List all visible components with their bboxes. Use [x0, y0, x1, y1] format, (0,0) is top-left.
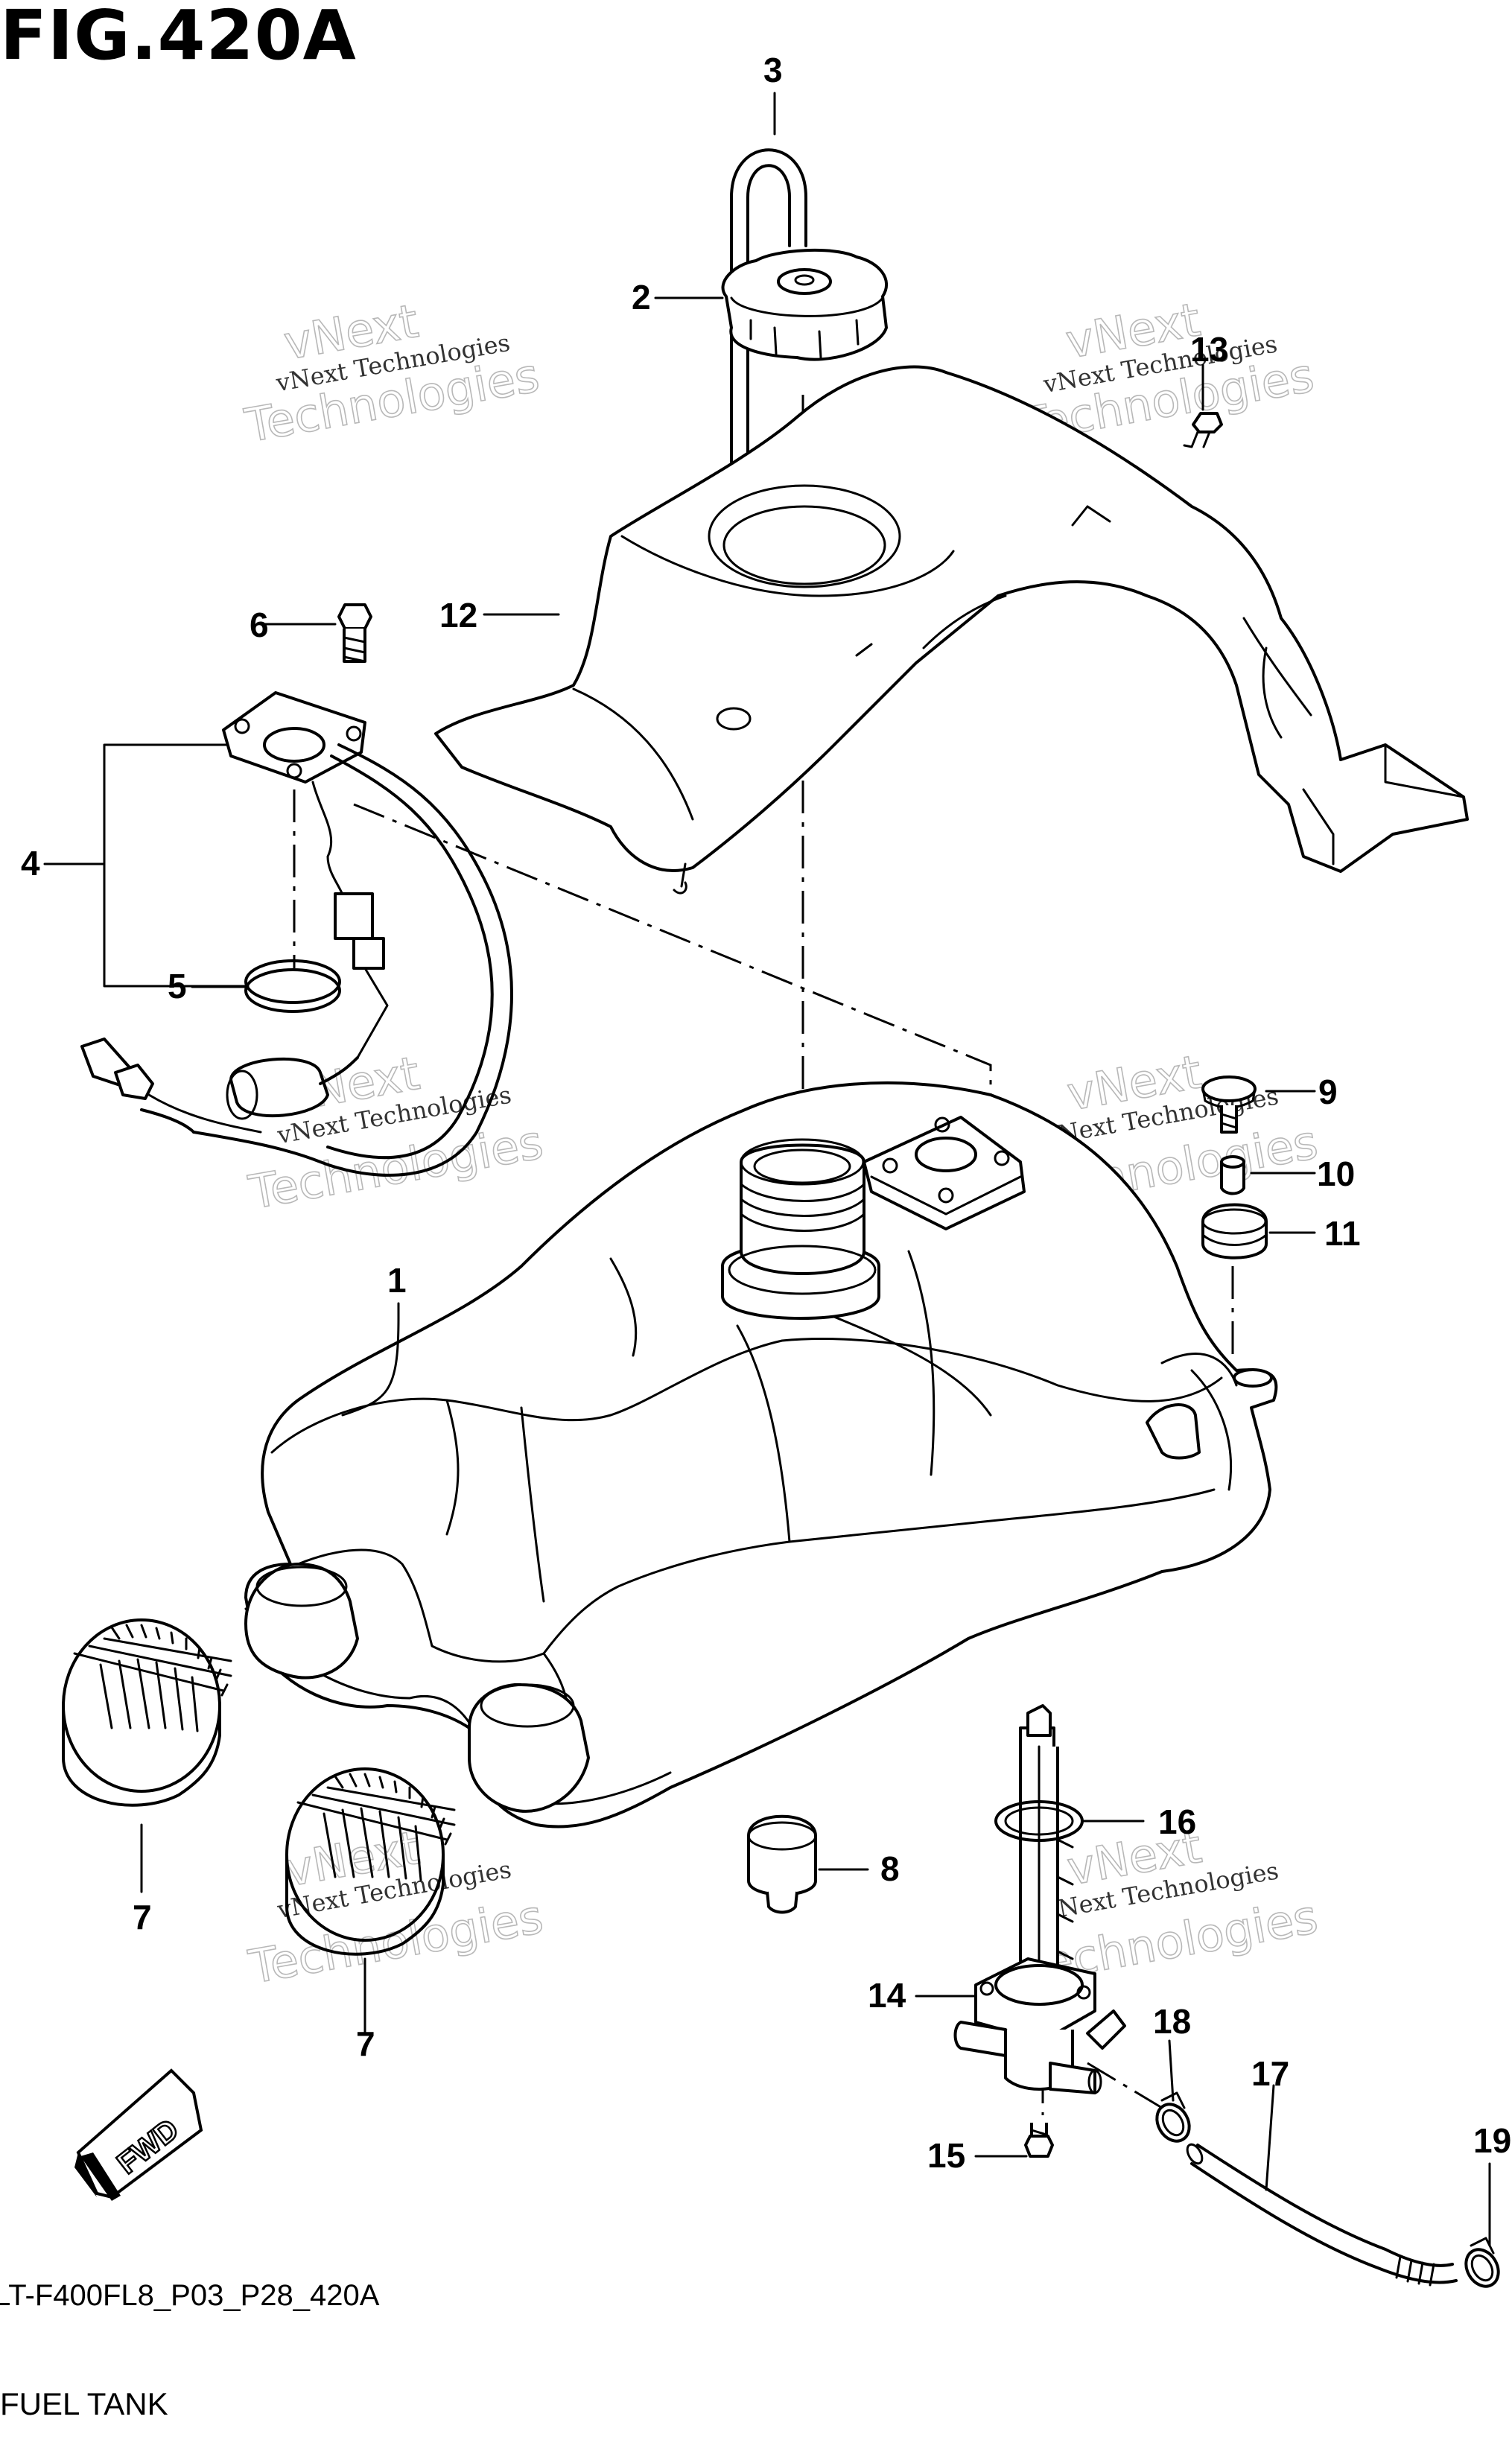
callout-11: 11: [1324, 1214, 1361, 1253]
watermark-mid-left: Technologies vNext vNext Technologies: [244, 1045, 547, 1220]
tank-cushion-8: [747, 1814, 817, 1914]
callout-8: 8: [880, 1849, 900, 1888]
figure-caption: FUEL TANK: [0, 2386, 168, 2421]
callout-14: 14: [868, 1976, 906, 2015]
callout-6: 6: [250, 606, 269, 644]
forward-direction-arrow: FWD: [74, 2068, 203, 2201]
callout-10: 10: [1317, 1154, 1355, 1193]
callout-18: 18: [1153, 2002, 1191, 2041]
callout-15: 15: [927, 2136, 965, 2175]
hose-clamp-19: [1464, 2237, 1500, 2288]
callout-7-right: 7: [356, 2024, 375, 2063]
callout-19: 19: [1473, 2121, 1511, 2160]
screw-6: [337, 603, 372, 663]
callout-13: 13: [1190, 330, 1228, 369]
hose-clamp-18: [1155, 2091, 1191, 2143]
callout-labels: 1 2 3 4 5 6 7 7 8 9 10 11 12 13 14 15 16…: [21, 51, 1511, 2175]
o-ring-16: [994, 1800, 1084, 1842]
bolt-9: [1201, 1075, 1257, 1134]
fuel-cap: [721, 248, 888, 361]
model-code: LT-F400FL8_P03_P28_420A: [0, 2279, 380, 2312]
figure-title: FIG.420A: [0, 0, 357, 75]
watermark-top-left: Technologies vNext vNext Technologies: [240, 293, 543, 454]
callout-5: 5: [168, 967, 187, 1005]
cushion-11: [1201, 1203, 1268, 1259]
callout-4: 4: [21, 844, 40, 883]
leader-lines: [43, 92, 1491, 2247]
callout-16: 16: [1158, 1802, 1196, 1841]
callout-1: 1: [387, 1261, 407, 1300]
fuel-tank-clamp-left: [62, 1618, 232, 1807]
callout-9: 9: [1318, 1073, 1338, 1111]
fuel-tank-clamp-right: [285, 1767, 456, 1956]
screw-15: [1024, 2123, 1054, 2158]
watermark-bottom-left: Technologies vNext vNext Technologies: [244, 1820, 547, 1995]
fuel-level-gauge: [80, 691, 513, 1177]
fuel-hose-17: [1186, 2143, 1458, 2287]
gasket-5: [244, 959, 341, 1013]
bolt-13: [1183, 412, 1223, 448]
callout-17: 17: [1251, 2054, 1289, 2093]
callout-12: 12: [439, 596, 477, 635]
callout-2: 2: [632, 278, 651, 317]
collar-10: [1220, 1155, 1245, 1195]
fuel-tank-cover: [434, 365, 1469, 895]
callout-7-left: 7: [133, 1898, 152, 1936]
fuel-tank: [244, 1081, 1278, 1828]
callout-3: 3: [763, 51, 783, 89]
